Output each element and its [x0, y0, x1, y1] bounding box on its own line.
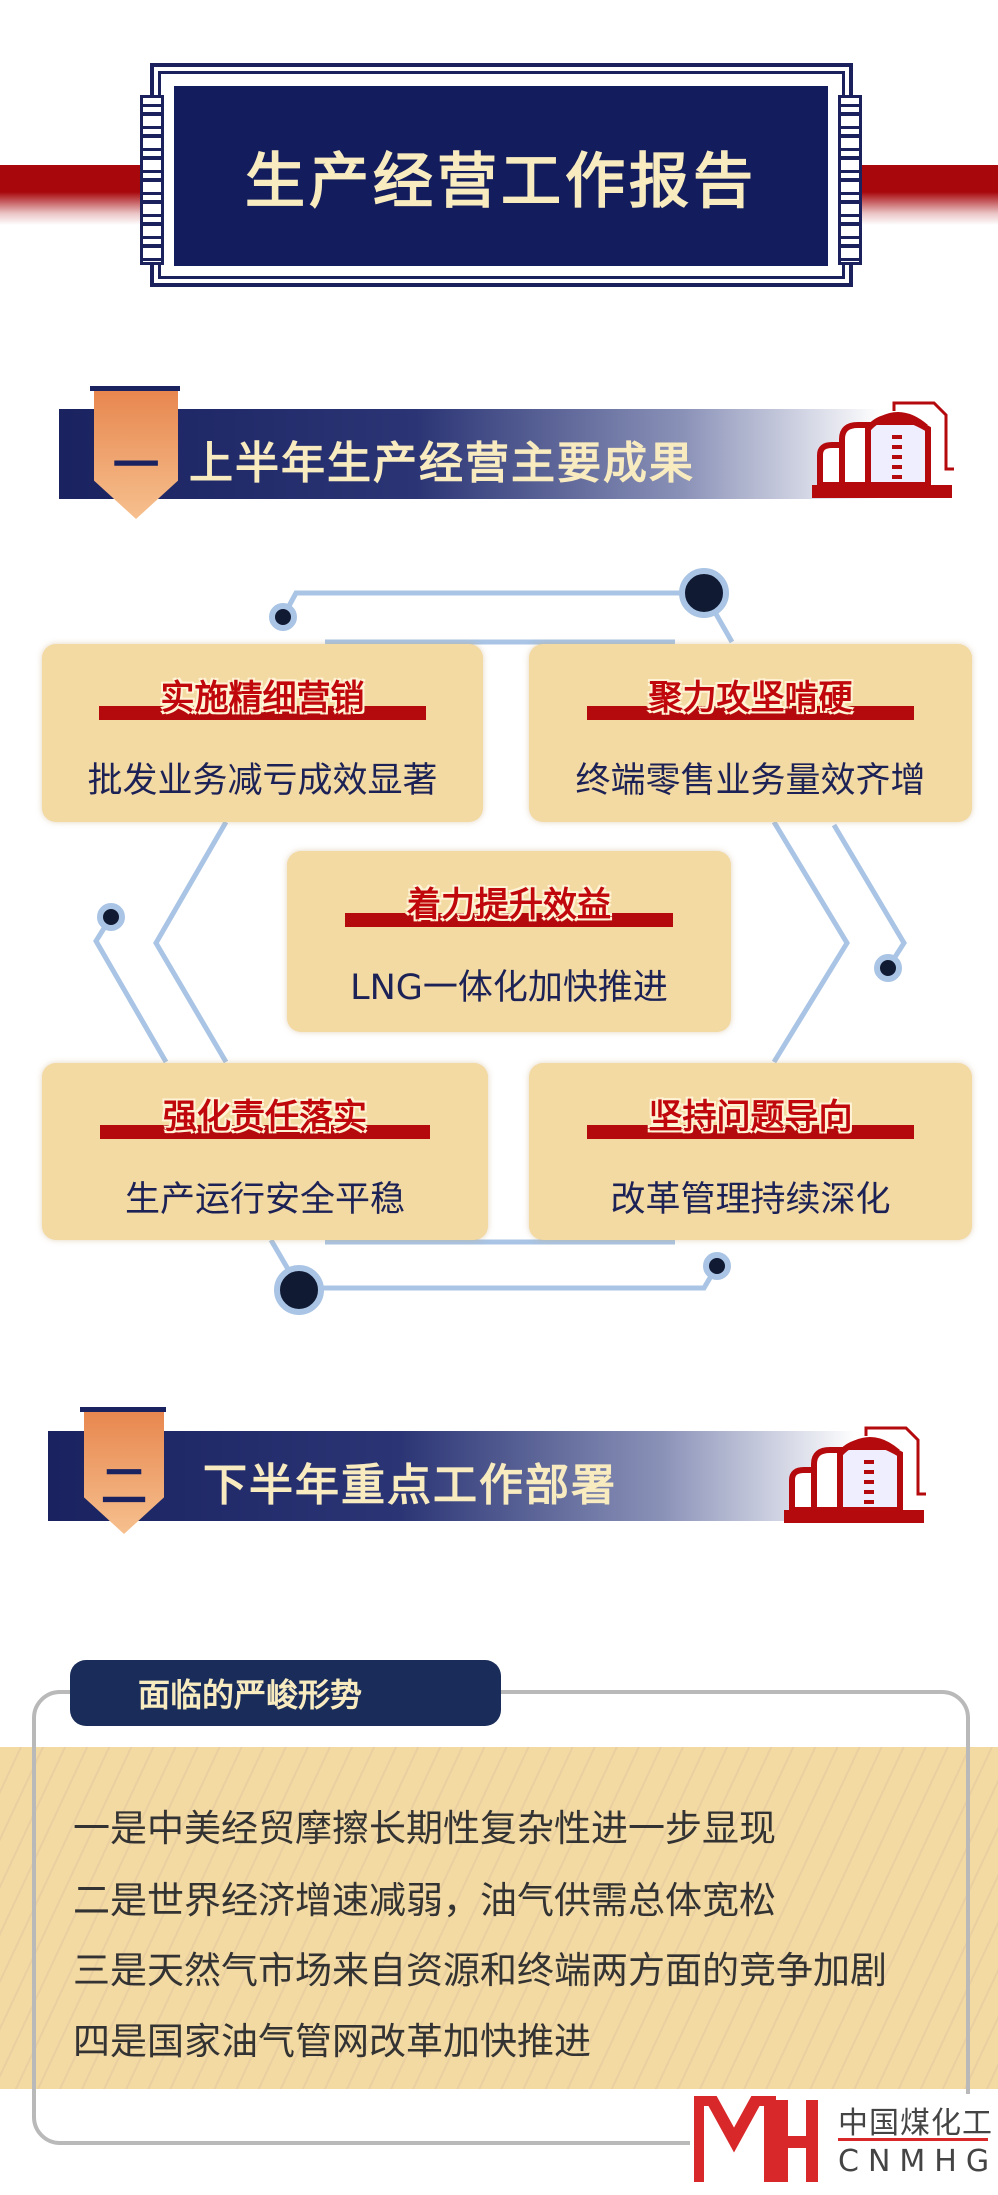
heading-underline — [99, 706, 426, 720]
result-card: 强化责任落实生产运行安全平稳 — [42, 1063, 488, 1240]
situation-band — [0, 1747, 998, 2089]
section2-banner: 下半年重点工作部署 — [48, 1431, 927, 1521]
page-title: 生产经营工作报告 — [245, 146, 757, 217]
situation-item: 一是中美经贸摩擦长期性复杂性进一步显现 — [73, 1807, 776, 1850]
card-heading: 坚持问题导向 — [648, 1097, 853, 1137]
storage-tank-icon — [784, 1426, 926, 1523]
logo-mark — [694, 2096, 818, 2182]
card-heading: 强化责任落实 — [163, 1097, 367, 1137]
meander-ornament-left — [140, 95, 164, 265]
heading-underline — [99, 1125, 431, 1139]
heading-underline — [586, 1125, 915, 1139]
card-body: LNG一体化加快推进 — [350, 968, 668, 1008]
result-card: 坚持问题导向改革管理持续深化 — [529, 1063, 972, 1240]
meander-ornament-right — [838, 95, 862, 265]
logo: 中国煤化工 CNMHG — [690, 2094, 998, 2186]
card-heading: 着力提升效益 — [407, 885, 611, 925]
heading-underline — [344, 913, 674, 927]
section2-title: 下半年重点工作部署 — [203, 1460, 617, 1511]
title-panel: 生产经营工作报告 — [174, 86, 828, 266]
circuit-lines — [93, 568, 907, 1315]
result-card: 实施精细营销批发业务减亏成效显著 — [42, 644, 483, 822]
card-heading: 聚力攻坚啃硬 — [648, 678, 853, 718]
result-card: 聚力攻坚啃硬终端零售业务量效齐增 — [529, 644, 972, 822]
card-body: 批发业务减亏成效显著 — [87, 761, 438, 801]
storage-tank-icon — [812, 401, 954, 498]
logo-cn: 中国煤化工 — [838, 2106, 993, 2141]
situation-item: 二是世界经济增速减弱，油气供需总体宽松 — [73, 1879, 776, 1922]
situation-item: 四是国家油气管网改革加快推进 — [73, 2020, 591, 2063]
card-body: 生产运行安全平稳 — [124, 1180, 405, 1220]
logo-en: CNMHG — [838, 2144, 998, 2179]
badge-cap — [90, 386, 180, 391]
section1-title: 上半年生产经营主要成果 — [189, 438, 695, 489]
card-body: 终端零售业务量效齐增 — [575, 761, 926, 801]
card-body: 改革管理持续深化 — [610, 1180, 891, 1220]
situation-label: 面临的严峻形势 — [70, 1660, 501, 1726]
badge-cap — [80, 1407, 166, 1412]
card-heading: 实施精细营销 — [160, 678, 365, 718]
result-card: 着力提升效益 LNG一体化加快推进 — [287, 851, 731, 1032]
situation-box — [32, 1690, 970, 2145]
heading-underline — [586, 706, 915, 720]
section1-banner: 上半年生产经营主要成果 — [59, 409, 952, 499]
logo-divider — [838, 2138, 988, 2141]
situation-item: 三是天然气市场来自资源和终端两方面的竞争加剧 — [73, 1949, 887, 1992]
